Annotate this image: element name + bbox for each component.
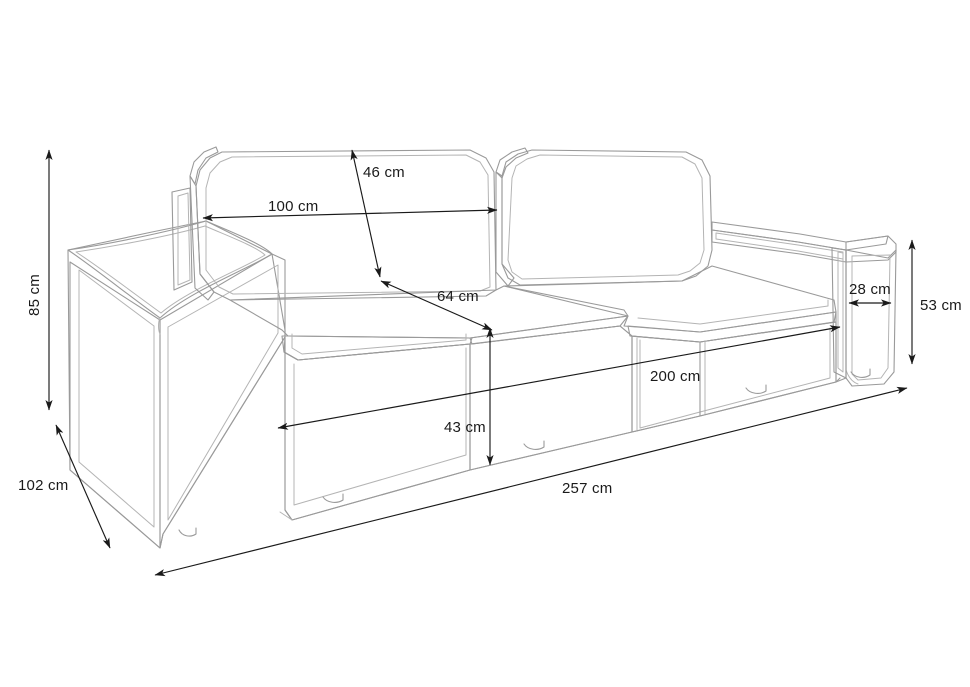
overall-length-label: 257 cm bbox=[562, 480, 612, 497]
overall-length-arrow bbox=[154, 386, 908, 577]
backrest-height-arrow bbox=[350, 149, 382, 278]
sofa-feet bbox=[178, 368, 871, 537]
armrest-height-label: 53 cm bbox=[920, 297, 962, 314]
dimension-backrest-height: 46 cm bbox=[350, 149, 405, 278]
backrest-left-cushion bbox=[171, 146, 497, 301]
dimension-overall-depth: 102 cm bbox=[18, 424, 111, 549]
left-armrest bbox=[67, 220, 286, 549]
dimension-backrest-width: 100 cm bbox=[202, 198, 498, 222]
backrest-right-cushion bbox=[495, 147, 713, 287]
sofa-body bbox=[67, 146, 897, 549]
dimension-seat-depth: 64 cm bbox=[380, 280, 493, 331]
dimension-overall-height: 85 cm bbox=[26, 149, 53, 411]
overall-depth-arrow bbox=[55, 424, 111, 549]
seat-depth-arrow bbox=[380, 280, 493, 331]
backrest-width-arrow bbox=[202, 206, 498, 222]
armrest-width-label: 28 cm bbox=[849, 281, 891, 298]
right-armrest bbox=[711, 221, 897, 387]
dimension-seat-length: 200 cm bbox=[277, 325, 841, 430]
overall-depth-label: 102 cm bbox=[18, 477, 68, 494]
dimension-armrest-width: 28 cm bbox=[848, 281, 892, 307]
backrest-width-label: 100 cm bbox=[268, 198, 318, 215]
dimension-armrest-height: 53 cm bbox=[908, 239, 962, 365]
seat-length-arrow bbox=[277, 325, 841, 430]
backrest-height-label: 46 cm bbox=[363, 164, 405, 181]
seat-cushions bbox=[229, 265, 837, 361]
dimension-overall-length: 257 cm bbox=[154, 386, 908, 577]
seat-height-label: 43 cm bbox=[444, 419, 486, 436]
seat-depth-label: 64 cm bbox=[437, 288, 479, 305]
seat-length-label: 200 cm bbox=[650, 368, 700, 385]
overall-height-label: 85 cm bbox=[26, 274, 43, 316]
